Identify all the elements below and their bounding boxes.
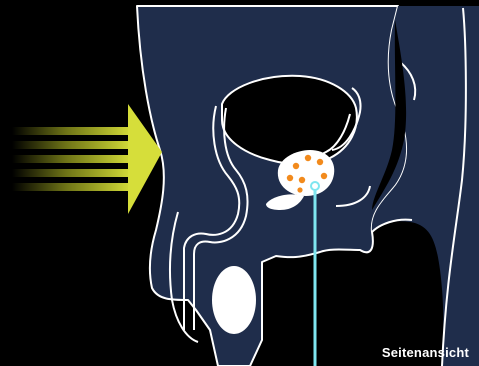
seed-dot bbox=[299, 177, 305, 183]
seed-dot bbox=[293, 163, 299, 169]
seed-dot bbox=[287, 175, 293, 181]
body-silhouette bbox=[137, 6, 407, 366]
radiation-arrow bbox=[12, 104, 162, 214]
seed-dot bbox=[317, 159, 323, 165]
testicle bbox=[212, 266, 256, 334]
view-label: Seitenansicht bbox=[382, 345, 469, 360]
seed-dot bbox=[321, 173, 327, 179]
seed-dot bbox=[305, 155, 311, 161]
seed-dot bbox=[297, 187, 302, 192]
